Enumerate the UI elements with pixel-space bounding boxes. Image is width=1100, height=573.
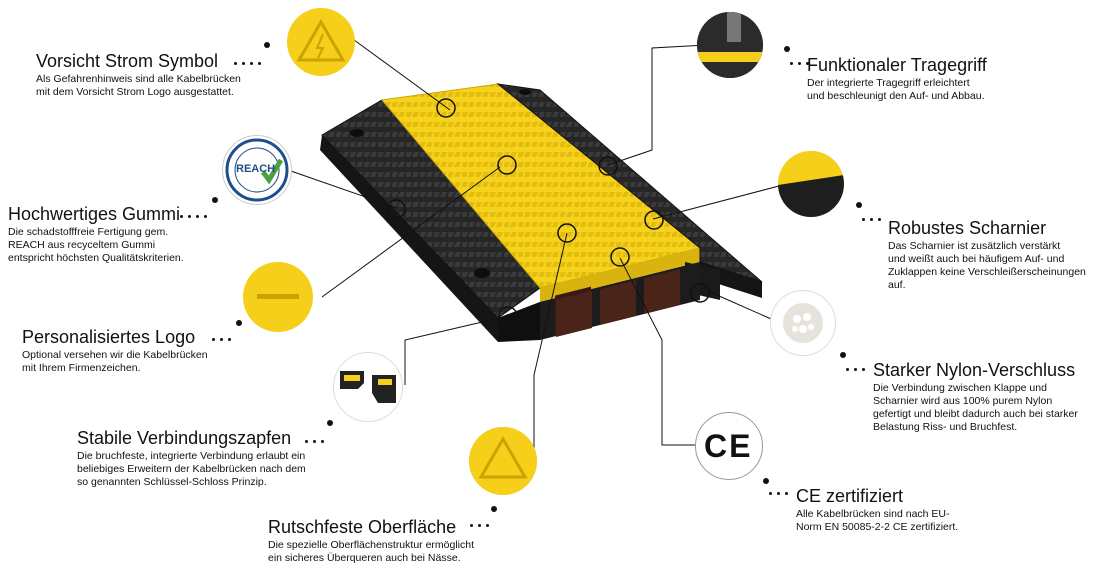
feature-title: Funktionaler Tragegriff <box>807 55 987 75</box>
feature-description: Als Gefahrenhinweis sind alle Kabelbrück… <box>36 73 241 98</box>
hinge-detail <box>778 151 844 217</box>
feature-description: Der integrierte Tragegriff erleichtert u… <box>807 77 985 102</box>
feature-warning-symbol: Vorsicht Strom Symbol Als Gefahrenhinwei… <box>36 51 241 99</box>
feature-description: Das Scharnier ist zusätzlich verstärkt u… <box>888 240 1086 291</box>
bullet-dot <box>784 46 790 52</box>
dotted-connector <box>846 368 868 374</box>
bullet-dot <box>212 197 218 203</box>
custom-logo-detail <box>243 262 313 332</box>
warning-symbol-detail <box>287 8 355 76</box>
nylon-granules-detail <box>770 290 836 356</box>
bullet-dot <box>264 42 270 48</box>
feature-handle: Funktionaler Tragegriff Der integrierte … <box>807 55 987 103</box>
feature-title: Rutschfeste Oberfläche <box>268 517 457 537</box>
dotted-connector <box>180 215 210 221</box>
bullet-dot <box>491 506 497 512</box>
dotted-connector <box>234 62 264 68</box>
ce-mark-icon: CE <box>695 412 763 480</box>
feature-title: CE zertifiziert <box>796 486 904 506</box>
feature-description: Alle Kabelbrücken sind nach EU- Norm EN … <box>796 508 959 533</box>
bullet-dot <box>856 202 862 208</box>
feature-ce: CE zertifiziert Alle Kabelbrücken sind n… <box>796 486 958 534</box>
feature-anti-slip: Rutschfeste Oberfläche Die spezielle Obe… <box>268 517 474 565</box>
marker-circles <box>386 98 710 326</box>
left-ramp <box>320 99 541 342</box>
right-ramp <box>496 83 763 300</box>
feature-nylon: Starker Nylon-Verschluss Die Verbindung … <box>873 360 1078 434</box>
bullet-dot <box>236 320 242 326</box>
bullet-dot <box>763 478 769 484</box>
feature-custom-logo: Personalisiertes Logo Optional versehen … <box>22 327 208 375</box>
feature-title: Personalisiertes Logo <box>22 327 196 347</box>
feature-description: Die spezielle Oberflächenstruktur ermögl… <box>268 539 475 564</box>
feature-description: Die bruchfeste, integrierte Verbindung e… <box>77 450 306 488</box>
feature-connectors: Stabile Verbindungszapfen Die bruchfeste… <box>77 428 306 489</box>
feature-description: Optional versehen wir die Kabelbrücken m… <box>22 349 208 374</box>
dotted-connector <box>862 218 884 224</box>
feature-title: Hochwertiges Gummi <box>8 204 181 224</box>
dotted-connector <box>790 62 810 68</box>
feature-description: Die schadstofffreie Fertigung gem. REACH… <box>8 226 184 264</box>
feature-description: Die Verbindung zwischen Klappe und Schar… <box>873 382 1078 433</box>
dotted-connector <box>470 524 492 530</box>
feature-hinge: Robustes Scharnier Das Scharnier ist zus… <box>888 218 1086 292</box>
dotted-connector <box>305 440 327 446</box>
front-channels <box>498 262 700 342</box>
feature-rubber: Hochwertiges Gummi Die schadstofffreie F… <box>8 204 184 265</box>
bullet-dot <box>840 352 846 358</box>
feature-title: Vorsicht Strom Symbol <box>36 51 219 71</box>
reach-label: REACH <box>236 163 276 175</box>
dotted-connector <box>212 338 234 344</box>
dotted-connector <box>769 492 791 498</box>
feature-title: Robustes Scharnier <box>888 218 1047 238</box>
connector-detail <box>333 352 403 422</box>
ce-label: CE <box>704 428 753 464</box>
handle-detail <box>697 12 763 78</box>
feature-title: Stabile Verbindungszapfen <box>77 428 292 448</box>
anti-slip-surface-detail <box>469 427 537 495</box>
feature-title: Starker Nylon-Verschluss <box>873 360 1076 380</box>
leader-lines <box>287 36 780 465</box>
reach-badge-icon: REACH <box>222 135 292 205</box>
bullet-dot <box>327 420 333 426</box>
